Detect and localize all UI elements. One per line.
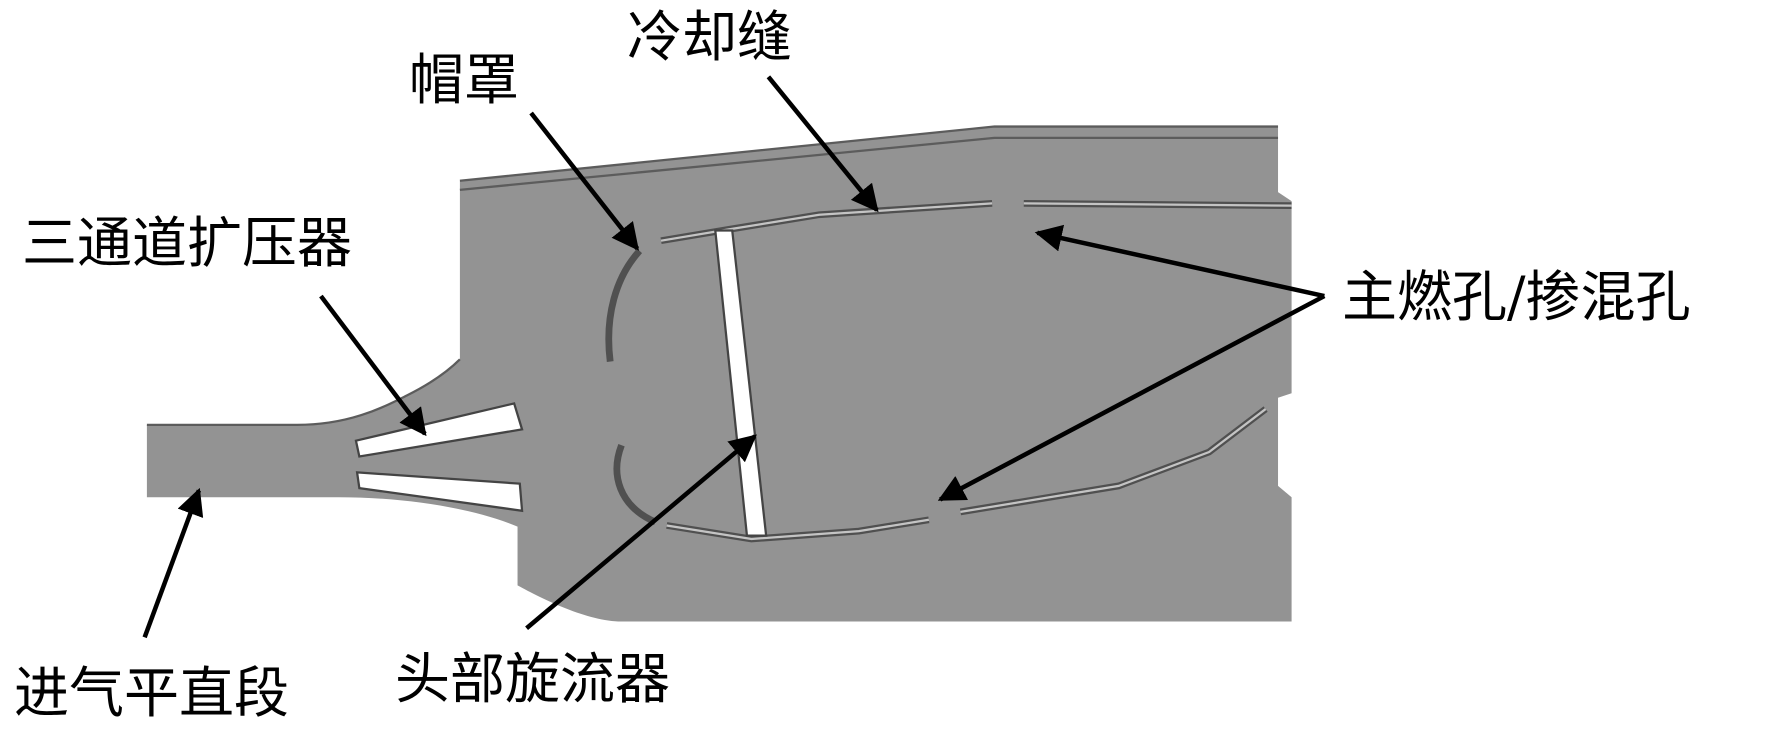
arrow-swirler (525, 434, 757, 631)
diffuser-passage-upper (354, 402, 524, 458)
cowl-upper-arc (605, 248, 643, 363)
arrow-cowl (529, 111, 640, 251)
flame-tube-liner (605, 200, 1292, 543)
arrow-inlet (142, 487, 204, 639)
cowl-lower-arc (613, 444, 657, 526)
label-holes: 主燃孔/掺混孔 (1342, 265, 1691, 329)
label-cooling-slot: 冷却缝 (627, 5, 792, 69)
combustor-body (146, 125, 1292, 622)
label-inlet: 进气平直段 (14, 661, 289, 725)
diffuser-passages (354, 402, 524, 513)
annotation-arrows (142, 75, 1326, 639)
diffuser-passage-lower (355, 471, 524, 513)
arrow-holes-lower (937, 294, 1326, 502)
arrow-diffuser (319, 294, 427, 437)
label-cowl: 帽罩 (409, 48, 519, 112)
arrow-holes-upper (1034, 224, 1325, 299)
arrow-cooling-slot (766, 75, 879, 213)
label-swirler: 头部旋流器 (395, 647, 670, 711)
label-diffuser: 三通道扩压器 (22, 211, 352, 275)
diagram-labels: 冷却缝 帽罩 三通道扩压器 主燃孔/掺混孔 进气平直段 头部旋流器 (14, 5, 1691, 725)
